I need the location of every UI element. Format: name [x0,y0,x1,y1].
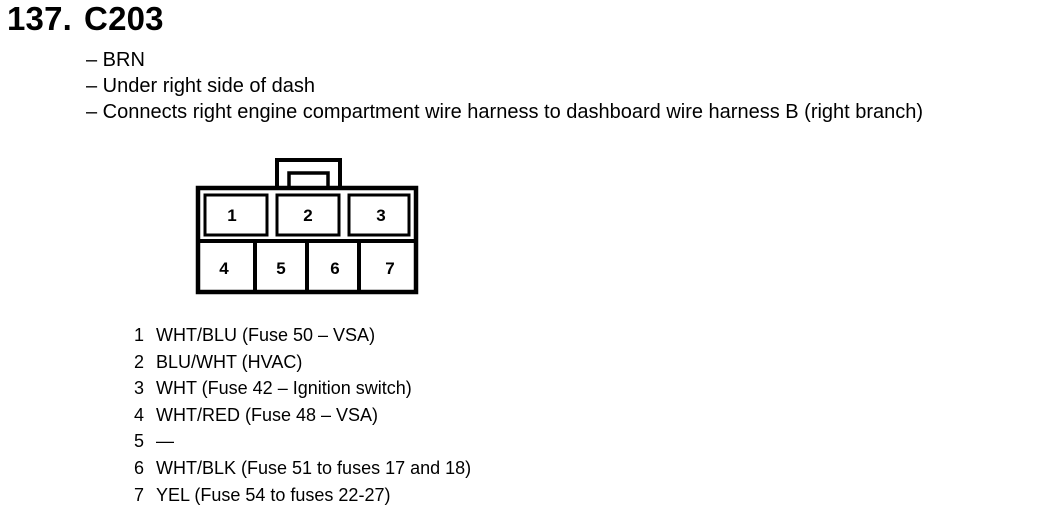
cavity-label-4: 4 [219,259,229,278]
pin-description: BLU/WHT (HVAC) [156,351,303,372]
pin-description: WHT/BLK (Fuse 51 to fuses 17 and 18) [156,457,472,478]
pin-row: 4 WHT/RED (Fuse 48 – VSA) [134,402,471,429]
connector-latch-inner [287,171,330,188]
cavity-label-5: 5 [276,259,285,278]
detail-color: – BRN [86,49,145,71]
pin-description: WHT (Fuse 42 – Ignition switch) [156,378,412,399]
pin-number: 6 [134,457,145,478]
cavity-label-7: 7 [385,259,394,278]
pin-row: 3 WHT (Fuse 42 – Ignition switch) [134,375,471,402]
pin-list: 1 WHT/BLU (Fuse 50 – VSA) 2 BLU/WHT (HVAC)… [134,322,471,508]
pin-description: WHT/BLU (Fuse 50 – VSA) [156,325,376,345]
pin-row: 5— [134,428,471,455]
pin-description: YEL (Fuse 54 to fuses 22-27) [156,484,391,505]
pin-number: 2 [134,351,145,372]
pin-description: WHT/RED (Fuse 48 – VSA) [156,404,379,425]
cavity-1 [203,193,269,237]
cavity-label-6: 6 [330,259,339,278]
cavity-label-1: 1 [227,206,236,225]
pin-number: 4 [134,404,145,425]
pin-row: 1 WHT/BLU (Fuse 50 – VSA) [134,322,471,349]
pin-row: 6 WHT/BLK (Fuse 51 to fuses 17 and 18) [134,455,471,482]
cavity-3 [347,193,411,237]
pin-number: 3 [134,378,145,399]
pin-row: 7 YEL (Fuse 54 to fuses 22-27) [134,482,471,509]
connector-face-diagram: 1 2 3 4 5 6 7 [195,158,419,295]
connector-number: 137. [7,0,73,37]
pin-row: 2 BLU/WHT (HVAC) [134,349,471,376]
connector-details: – BRN – Under right side of dash – Conne… [86,47,923,125]
connector-latch-outer [275,158,342,188]
cavity-2 [275,193,341,237]
pin-number: 5 [134,431,145,452]
connector-id: C203 [84,0,164,37]
pin-description: — [156,431,174,452]
pin-number: 1 [134,325,145,345]
detail-location: – Under right side of dash [86,75,316,97]
pin-number: 7 [134,484,145,505]
connector-title: 137. C203 [7,0,164,38]
cavity-label-2: 2 [303,206,312,225]
detail-connection: – Connects right engine compartment wire… [86,101,924,123]
cavity-label-3: 3 [376,206,385,225]
